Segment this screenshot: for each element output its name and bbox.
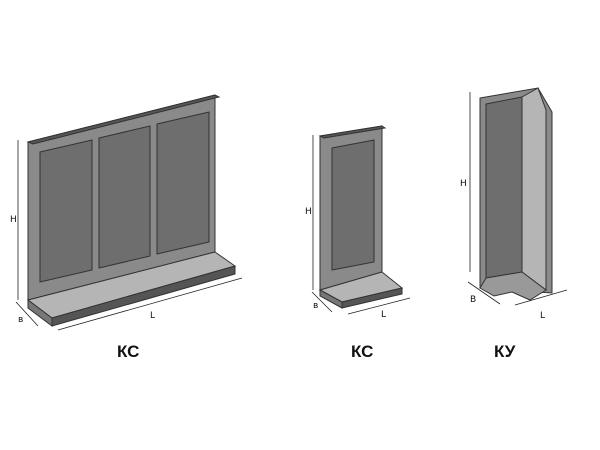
small-kc-length-label: L [381,310,386,320]
caption-large-kc: КС [117,342,140,361]
ku-length-label: L [540,311,545,321]
large-kc-wall [26,94,237,327]
small-kc-height-label: Н [305,207,312,217]
ku-height-label: Н [460,179,467,189]
ku-corner-element [479,87,553,301]
large-kc-dimensions [15,140,243,331]
small-kc-wall [318,125,404,309]
caption-small-kc: КС [351,342,374,361]
ku-width-label: В [470,295,476,305]
ku-dimensions [467,92,568,306]
large-kc-height-label: Н [10,215,17,225]
large-kc-length-label: L [150,311,155,321]
large-kc-width-label: в [18,315,23,325]
small-kc-width-label: в [313,301,318,311]
caption-ku: КУ [494,342,516,361]
small-kc-dimensions [311,135,411,315]
